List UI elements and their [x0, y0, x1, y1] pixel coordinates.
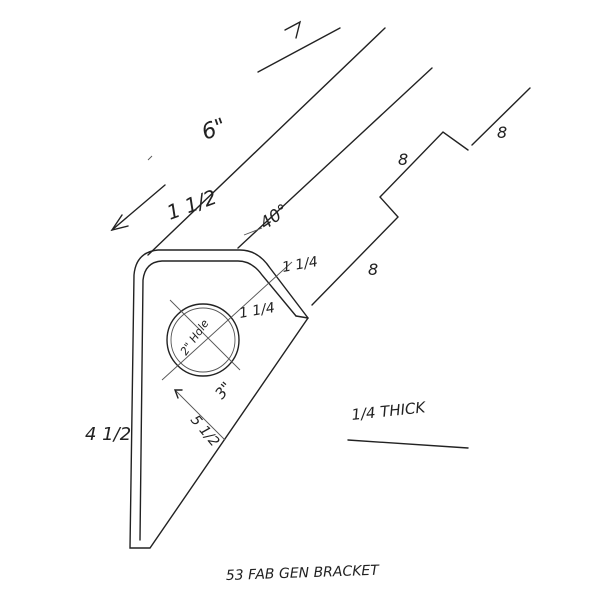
label-length: 6"	[199, 114, 230, 146]
arrow-head-icon	[110, 214, 129, 232]
hole-inner-circle	[170, 307, 236, 373]
flange-line-2	[237, 67, 433, 249]
stepped-edge-end	[471, 87, 531, 146]
label-flange-width: 1 1/2	[164, 185, 220, 225]
label-step-b: 8	[497, 123, 507, 142]
thickness-underline	[347, 439, 469, 449]
length-dim-line	[257, 27, 341, 73]
label-hole-to-edge: 3"	[211, 378, 235, 402]
flange-line-1	[147, 27, 386, 256]
arrow-head-icon	[173, 389, 183, 399]
label-step-c: 8	[368, 260, 378, 279]
label-height: 4 1/2	[85, 424, 131, 445]
label-hole-offset: 1 1/4	[238, 300, 276, 322]
label-step-a: 8	[398, 150, 408, 169]
stepped-edge	[311, 131, 469, 306]
angle-leader	[243, 227, 263, 236]
hole-circle	[166, 303, 240, 377]
label-top-edge: 1 1/4	[281, 254, 319, 276]
width-dim-line	[111, 184, 166, 231]
drawing-title: 53 FAB GEN BRACKET	[226, 563, 381, 584]
bracket-outline	[129, 249, 309, 549]
bracket-inner-bend	[139, 260, 297, 541]
edge-tick	[295, 315, 309, 319]
label-angle: 40°	[256, 200, 292, 234]
arrow-head-icon	[284, 20, 302, 39]
label-hole: 2" Hole	[178, 317, 212, 358]
tick-mark	[147, 155, 153, 161]
thickness-note: 1/4 THICK	[351, 398, 428, 424]
diagonal-dim-line	[174, 389, 226, 441]
label-diagonal: 5 1/2	[187, 412, 222, 450]
hole-centerline-2	[169, 299, 241, 371]
hole-centerline	[161, 261, 293, 381]
